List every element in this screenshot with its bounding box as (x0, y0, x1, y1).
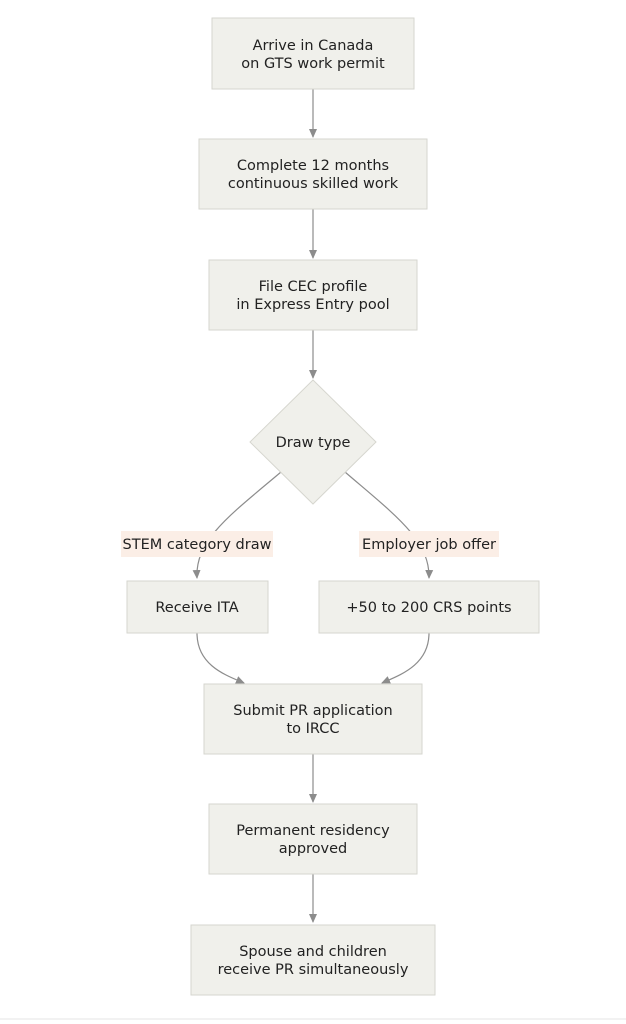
node-cec-line-1: File CEC profile (259, 279, 368, 295)
node-work-line-2: continuous skilled work (228, 176, 399, 192)
node-approved-line-2: approved (279, 841, 348, 857)
edge-label-employer: Employer job offer (359, 531, 499, 557)
node-draw: Draw type (249, 379, 377, 505)
edge-crs-to-submit (381, 632, 430, 684)
node-submit-line-1: Submit PR application (233, 703, 392, 719)
node-family-line-1: Spouse and children (239, 944, 387, 960)
node-cec: File CEC profile in Express Entry pool (208, 259, 418, 331)
node-cec-line-2: in Express Entry pool (236, 297, 389, 313)
node-family: Spouse and children receive PR simultane… (190, 924, 436, 996)
node-submit: Submit PR application to IRCC (203, 683, 423, 755)
node-work-line-1: Complete 12 months (237, 158, 389, 174)
edge-draw-to-crs (344, 471, 434, 579)
edge-label-stem-text: STEM category draw (123, 537, 272, 553)
node-arrive-line-2: on GTS work permit (241, 56, 385, 72)
node-approved: Permanent residency approved (208, 803, 418, 875)
edges (192, 89, 434, 923)
node-family-line-2: receive PR simultaneously (218, 962, 409, 978)
node-draw-label: Draw type (276, 435, 351, 451)
node-crs-label: +50 to 200 CRS points (346, 600, 511, 616)
node-approved-line-1: Permanent residency (236, 823, 390, 839)
node-submit-line-2: to IRCC (286, 721, 339, 737)
node-ita-label: Receive ITA (155, 600, 238, 616)
node-arrive: Arrive in Canada on GTS work permit (211, 17, 415, 90)
node-crs: +50 to 200 CRS points (318, 580, 540, 634)
node-work: Complete 12 months continuous skilled wo… (198, 138, 428, 210)
edge-draw-to-ita (192, 471, 282, 579)
node-arrive-line-1: Arrive in Canada (253, 38, 374, 54)
edge-ita-to-submit (196, 632, 245, 684)
node-ita: Receive ITA (126, 580, 269, 634)
edge-label-stem: STEM category draw (121, 531, 273, 557)
edge-label-employer-text: Employer job offer (362, 537, 496, 553)
